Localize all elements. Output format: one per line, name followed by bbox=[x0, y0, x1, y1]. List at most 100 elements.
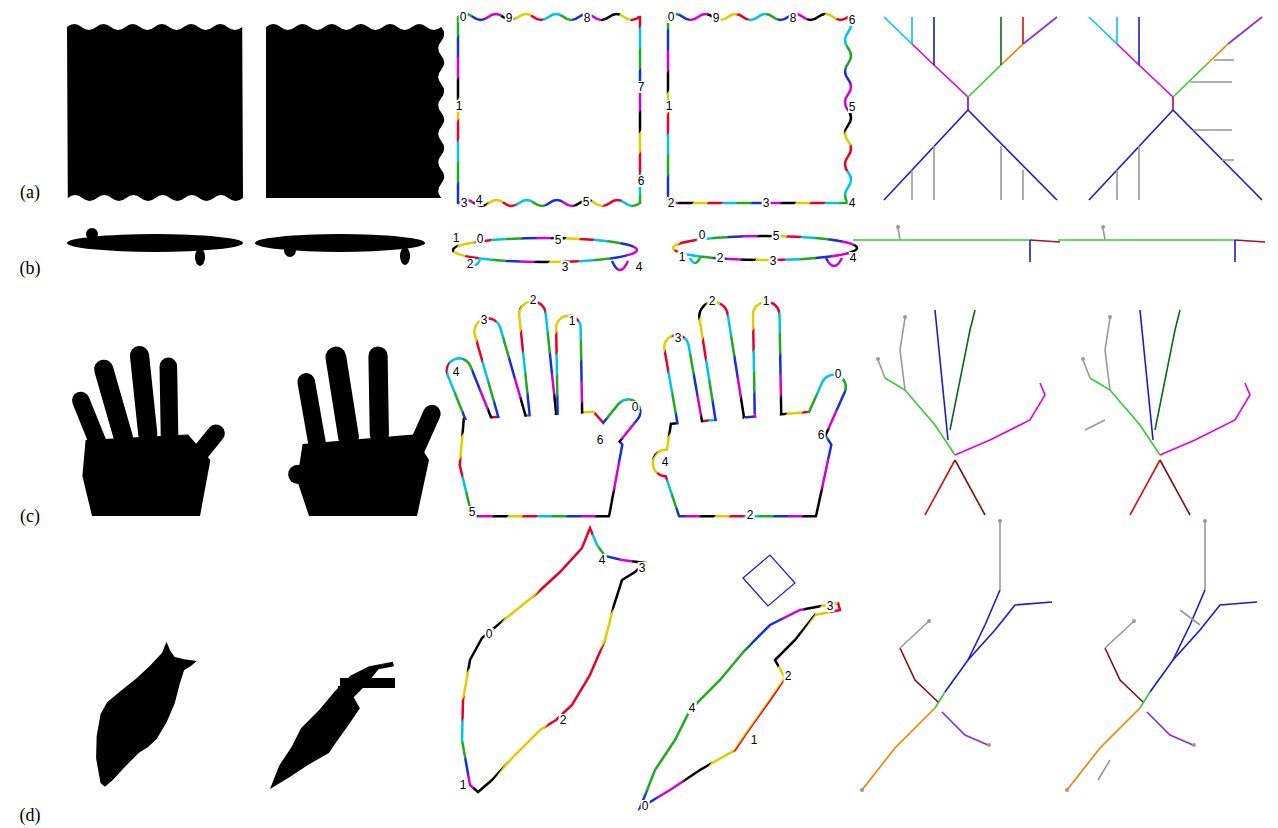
point-number: 4 bbox=[475, 194, 484, 206]
skeleton-a6-part-part bbox=[1214, 59, 1234, 61]
point-number: 9 bbox=[505, 12, 514, 24]
contour-d4 bbox=[640, 555, 840, 808]
silhouette-b2-part bbox=[255, 234, 425, 252]
silhouette-c2-part bbox=[288, 345, 443, 516]
point-number: 1 bbox=[750, 734, 759, 746]
silhouette-d2-part bbox=[338, 686, 352, 700]
point-number: 0 bbox=[485, 628, 494, 640]
point-number: 3 bbox=[762, 197, 771, 209]
contour-c3-part bbox=[445, 301, 644, 515]
skeleton-c5 bbox=[876, 310, 1045, 515]
point-number: 1 bbox=[568, 315, 577, 327]
skeleton-b5-part bbox=[853, 225, 1060, 262]
point-number: 2 bbox=[746, 509, 755, 521]
point-number: 2 bbox=[559, 714, 568, 726]
contour-b4-part bbox=[826, 258, 842, 266]
contour-c3 bbox=[445, 301, 644, 515]
contour-a3 bbox=[458, 14, 640, 206]
point-number: 4 bbox=[635, 261, 644, 273]
skeleton-a5 bbox=[884, 17, 1057, 200]
point-number: 4 bbox=[849, 252, 858, 264]
contour-b3-part bbox=[612, 261, 628, 270]
contour-c4-part bbox=[654, 301, 848, 515]
silhouette-b1 bbox=[67, 228, 243, 266]
point-number: 1 bbox=[459, 779, 468, 791]
contour-d4-part bbox=[640, 603, 840, 808]
point-number: 4 bbox=[848, 197, 857, 209]
panel-label: (b) bbox=[20, 259, 41, 277]
contour-d3 bbox=[462, 528, 645, 792]
skeleton-d5-part bbox=[860, 519, 1052, 792]
point-number: 1 bbox=[665, 100, 674, 112]
silhouette-a2 bbox=[266, 24, 444, 198]
point-number: 5 bbox=[772, 230, 781, 242]
skeleton-c5-part bbox=[876, 310, 1045, 515]
point-number: 0 bbox=[476, 233, 485, 245]
point-number: 0 bbox=[641, 800, 650, 812]
silhouette-a2-part bbox=[266, 24, 444, 198]
point-number: 5 bbox=[848, 101, 857, 113]
panel-label: (c) bbox=[20, 507, 40, 525]
point-number: 5 bbox=[582, 196, 591, 208]
silhouette-c1-part bbox=[69, 345, 228, 516]
point-number: 0 bbox=[459, 11, 468, 23]
point-number: 3 bbox=[769, 255, 778, 267]
point-number: 3 bbox=[561, 261, 570, 273]
point-number: 0 bbox=[667, 11, 676, 23]
skeleton-a5-part-part bbox=[1000, 17, 1002, 65]
skeleton-c6-part bbox=[1081, 310, 1250, 515]
skeleton-a6-part-part bbox=[1190, 81, 1232, 83]
point-number: 1 bbox=[452, 232, 461, 244]
skeleton-b6-part bbox=[1058, 225, 1265, 262]
silhouette-b1-part bbox=[195, 248, 205, 266]
panel-label: (a) bbox=[20, 183, 40, 201]
point-number: 2 bbox=[466, 258, 475, 270]
point-number: 7 bbox=[637, 81, 646, 93]
silhouette-d1-part bbox=[96, 642, 197, 787]
silhouette-c2 bbox=[288, 345, 443, 516]
point-number: 3 bbox=[638, 562, 647, 574]
skeleton-a6 bbox=[1089, 17, 1262, 200]
skeleton-a6-part bbox=[1190, 60, 1234, 160]
panel-label: (d) bbox=[20, 806, 41, 824]
contour-a4 bbox=[668, 14, 851, 203]
skeleton-a5-part-part bbox=[1001, 146, 1023, 200]
point-number: 4 bbox=[688, 702, 697, 714]
skeleton-b5 bbox=[853, 225, 1060, 262]
skeleton-d6-part bbox=[1065, 519, 1257, 792]
skeleton-c6 bbox=[1081, 310, 1250, 515]
point-number: 3 bbox=[674, 332, 683, 344]
skeleton-a6-part-part bbox=[1222, 159, 1234, 161]
point-number: 0 bbox=[834, 368, 843, 380]
point-number: 1 bbox=[678, 251, 687, 263]
point-number: 4 bbox=[661, 456, 670, 468]
point-number: 4 bbox=[598, 554, 607, 566]
silhouette-a1-part bbox=[67, 24, 243, 201]
contour-c4 bbox=[654, 301, 848, 515]
silhouette-c1 bbox=[69, 345, 228, 516]
skeleton-b6 bbox=[1058, 225, 1265, 262]
point-number: 4 bbox=[452, 366, 461, 378]
silhouette-d1 bbox=[96, 642, 197, 787]
point-number: 2 bbox=[784, 670, 793, 682]
skeleton-c6-part bbox=[1085, 420, 1105, 430]
point-number: 6 bbox=[596, 434, 605, 446]
point-number: 2 bbox=[667, 197, 676, 209]
skeleton-a5-part-part bbox=[1022, 17, 1024, 44]
contour-d4-part bbox=[743, 555, 795, 606]
skeleton-a6-part bbox=[1089, 17, 1262, 200]
point-number: 8 bbox=[583, 12, 592, 24]
skeleton-d6 bbox=[1065, 519, 1257, 792]
point-number: 0 bbox=[698, 229, 707, 241]
point-number: 8 bbox=[789, 12, 798, 24]
point-number: 6 bbox=[817, 429, 826, 441]
contour-a4-part bbox=[668, 14, 851, 203]
point-number: 5 bbox=[554, 234, 563, 246]
silhouette-b2-part bbox=[400, 247, 410, 265]
point-number: 2 bbox=[716, 252, 725, 264]
point-number: 9 bbox=[712, 12, 721, 24]
point-number: 3 bbox=[826, 600, 835, 612]
